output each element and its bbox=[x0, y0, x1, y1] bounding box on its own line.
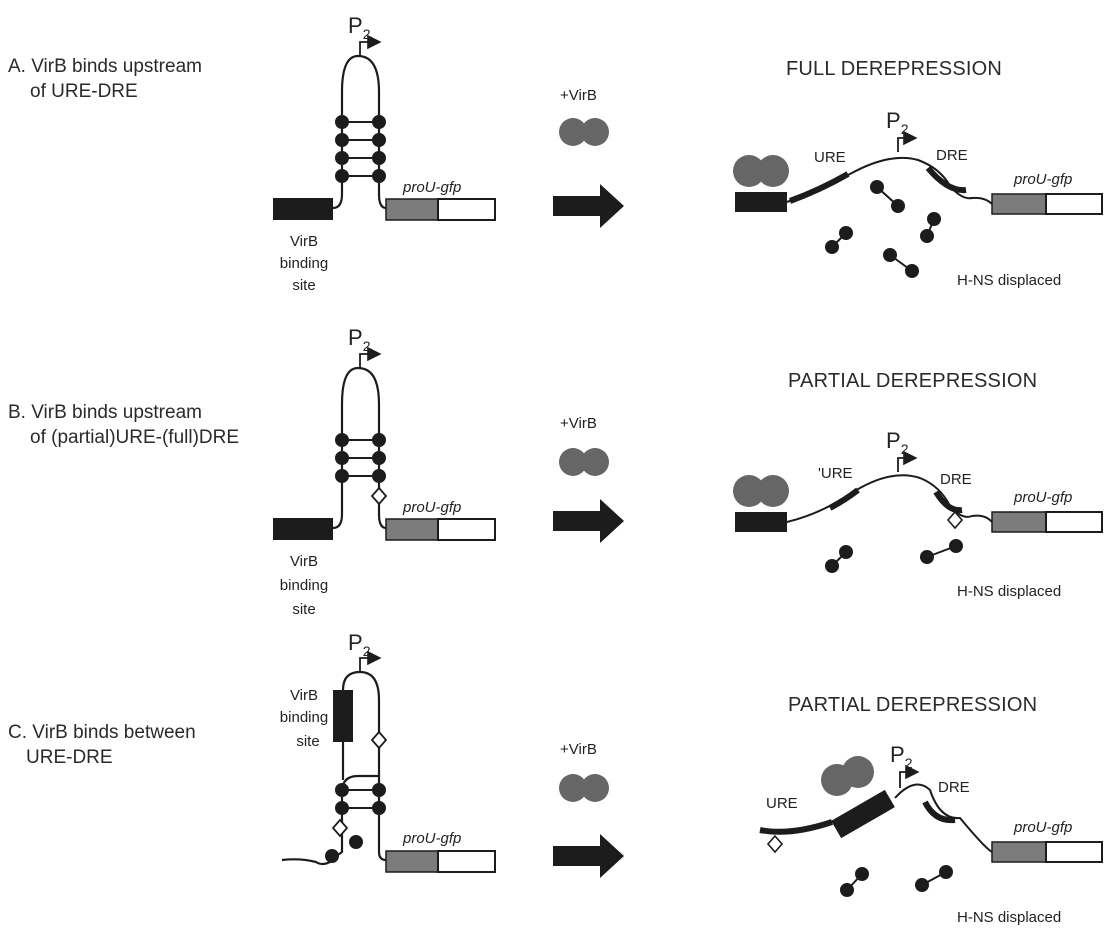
binding-site-label-l1: VirB bbox=[290, 553, 318, 570]
dre-label: DRE bbox=[938, 779, 970, 796]
hns-displaced-label: H-NS displaced bbox=[957, 909, 1061, 926]
panel-a-construct: P2 proU-gfp VirB binding site bbox=[273, 13, 496, 294]
reporter-label: proU-gfp bbox=[1013, 819, 1072, 836]
hns-bridges bbox=[325, 783, 386, 863]
panel-c-transition: +VirB bbox=[553, 741, 624, 878]
hns-bridges bbox=[335, 433, 386, 483]
hns-bridges bbox=[335, 115, 386, 183]
reporter-label: proU-gfp bbox=[402, 830, 461, 847]
hns-displaced-label: H-NS displaced bbox=[957, 583, 1061, 600]
panel-b-label: B. VirB binds upstream of (partial)URE-(… bbox=[8, 402, 240, 448]
dna-loop bbox=[332, 54, 387, 210]
panel-a-transition: +VirB bbox=[553, 87, 624, 228]
virb-protein bbox=[559, 118, 587, 146]
panel-b-transition: +VirB bbox=[553, 415, 624, 543]
ure-label: URE bbox=[814, 149, 846, 166]
promoter-label: P2 bbox=[886, 108, 909, 137]
binding-site-label-l3: site bbox=[292, 277, 315, 294]
reporter-label: proU-gfp bbox=[402, 179, 461, 196]
promoter-label: P2 bbox=[348, 630, 371, 659]
add-virb-label: +VirB bbox=[560, 87, 597, 104]
hns-displaced-label: H-NS displaced bbox=[957, 272, 1061, 289]
reporter-label: proU-gfp bbox=[1013, 489, 1072, 506]
panel-b-result-title: PARTIAL DEREPRESSION bbox=[788, 370, 1038, 392]
promoter-label: P2 bbox=[348, 13, 371, 42]
displaced-hns bbox=[840, 865, 953, 897]
binding-site-label-l2: binding bbox=[280, 255, 328, 272]
virb-binding-site-box bbox=[273, 198, 333, 220]
dre-label: DRE bbox=[940, 471, 972, 488]
binding-site-label-l2: binding bbox=[280, 577, 328, 594]
panel-c-result-title: PARTIAL DEREPRESSION bbox=[788, 694, 1038, 716]
promoter-arrow bbox=[359, 34, 382, 56]
ure-label: 'URE bbox=[818, 465, 853, 482]
virb-binding-site-box bbox=[333, 690, 353, 742]
binding-site-label-l2: binding bbox=[280, 709, 328, 726]
virb-protein bbox=[581, 118, 609, 146]
panel-b-result: P2 'URE DRE proU-gfp H-NS displaced bbox=[733, 428, 1103, 600]
dre-label: DRE bbox=[936, 147, 968, 164]
binding-site-label-l1: VirB bbox=[290, 687, 318, 704]
panel-c-construct: P2 proU-gfp VirB binding site bbox=[280, 630, 496, 873]
gfp-box bbox=[437, 198, 496, 221]
panel-a-label: A. VirB binds upstream of URE-DRE bbox=[8, 56, 202, 102]
displaced-hns bbox=[825, 180, 941, 278]
reporter-label: proU-gfp bbox=[402, 499, 461, 516]
add-virb-label: +VirB bbox=[560, 415, 597, 432]
panel-a-result: P2 URE DRE proU-gfp H-NS displaced bbox=[733, 108, 1103, 289]
promoter-label: P2 bbox=[886, 428, 909, 457]
ure-label: URE bbox=[766, 795, 798, 812]
promoter-label: P2 bbox=[348, 325, 371, 354]
reporter-promoter-box bbox=[385, 198, 439, 221]
add-virb-label: +VirB bbox=[560, 741, 597, 758]
panel-b-construct: P2 proU-gfp VirB binding site bbox=[273, 325, 496, 618]
displaced-hns bbox=[825, 539, 963, 573]
transition-arrow bbox=[553, 184, 624, 228]
promoter-label: P2 bbox=[890, 742, 913, 771]
panel-a-result-title: FULL DEREPRESSION bbox=[786, 58, 1003, 80]
binding-site-label-l3: site bbox=[296, 733, 319, 750]
reporter-label: proU-gfp bbox=[1013, 171, 1072, 188]
binding-site-label-l3: site bbox=[292, 601, 315, 618]
panel-c-label: C. VirB binds between URE-DRE bbox=[8, 722, 196, 768]
panel-c-result: P2 URE DRE proU-gfp H-NS displaced bbox=[759, 742, 1103, 926]
binding-site-label-l1: VirB bbox=[290, 233, 318, 250]
